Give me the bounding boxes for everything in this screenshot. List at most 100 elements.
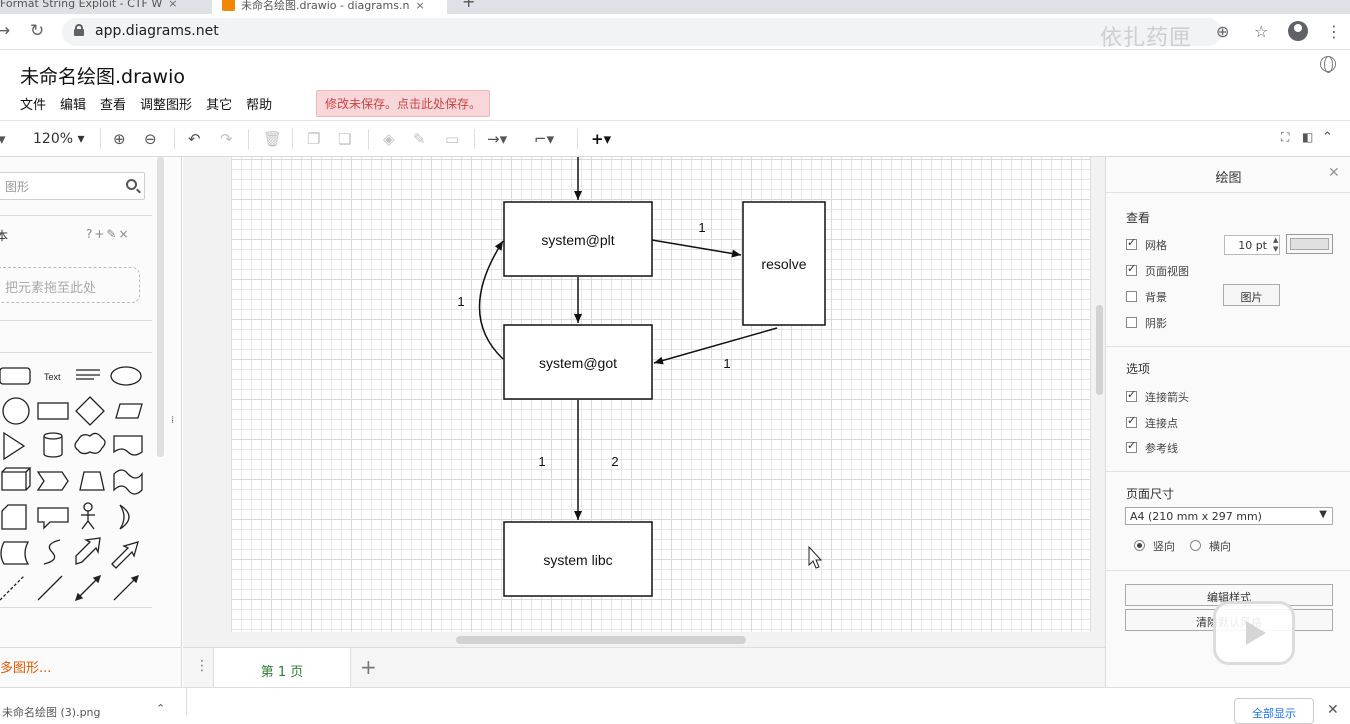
edge-label[interactable]: 1 bbox=[538, 454, 545, 469]
connection-points-option[interactable]: 连接点 bbox=[1126, 414, 1178, 431]
landscape-radio[interactable] bbox=[1190, 540, 1201, 551]
edge-plt-resolve[interactable] bbox=[651, 239, 742, 258]
node-resolve[interactable] bbox=[742, 201, 826, 326]
scratchpad-title[interactable]: 本 bbox=[0, 227, 8, 244]
zoom-out-icon[interactable]: ⊖ bbox=[144, 130, 157, 148]
node-system-plt[interactable] bbox=[503, 201, 653, 277]
ellipse-shape bbox=[110, 366, 142, 386]
canvas-horizontal-scrollbar[interactable] bbox=[456, 636, 746, 644]
landscape-option[interactable]: 横向 bbox=[1190, 538, 1231, 554]
line-color-icon[interactable]: ✎ bbox=[413, 130, 426, 148]
edge-label[interactable]: 2 bbox=[611, 454, 618, 469]
profile-avatar-icon[interactable] bbox=[1288, 21, 1308, 41]
diagram-canvas[interactable]: system@plt resolve system@got system lib… bbox=[183, 157, 1105, 647]
close-icon[interactable]: ✕ bbox=[1328, 165, 1340, 181]
menu-help[interactable]: 帮助 bbox=[246, 98, 273, 113]
connection-arrows-option[interactable]: 连接箭头 bbox=[1126, 388, 1189, 405]
connection-points-checkbox[interactable] bbox=[1126, 414, 1137, 428]
edge-label[interactable]: 1 bbox=[698, 220, 705, 235]
delete-icon[interactable]: 🗑 bbox=[263, 130, 283, 148]
edge-label[interactable]: 1 bbox=[457, 294, 464, 309]
menu-extras[interactable]: 其它 bbox=[206, 98, 233, 113]
node-system-got[interactable] bbox=[503, 324, 653, 400]
grid-option[interactable]: 网格 bbox=[1126, 236, 1167, 253]
collapse-icon[interactable]: ⌃ bbox=[1322, 130, 1333, 145]
zoom-in-icon[interactable]: ⊕ bbox=[113, 130, 126, 148]
close-icon[interactable]: ✕ bbox=[1327, 702, 1339, 718]
waypoints-icon[interactable]: ⌐▾ bbox=[534, 130, 555, 148]
close-tab-icon[interactable]: × bbox=[168, 0, 178, 10]
menu-arrange[interactable]: 调整图形 bbox=[140, 98, 193, 113]
fullscreen-icon[interactable]: ⛶ bbox=[1281, 130, 1290, 144]
diagram-page[interactable]: system@plt resolve system@got system lib… bbox=[231, 157, 1091, 632]
canvas-vertical-scrollbar[interactable] bbox=[1096, 305, 1103, 395]
connection-style-icon[interactable]: →▾ bbox=[487, 130, 508, 148]
shadow-icon[interactable]: ▭ bbox=[445, 130, 460, 148]
reload-icon[interactable]: ↻ bbox=[30, 21, 45, 41]
add-icon[interactable]: ⊕ bbox=[1216, 22, 1230, 41]
drawio-favicon-icon bbox=[222, 0, 235, 11]
grid-size-stepper[interactable]: ▲▼ bbox=[1273, 236, 1279, 253]
edge-label[interactable]: 1 bbox=[723, 356, 730, 371]
language-globe-icon[interactable] bbox=[1320, 56, 1336, 73]
download-file-name[interactable]: 未命名绘图 (3).png bbox=[2, 706, 101, 719]
guides-checkbox[interactable] bbox=[1126, 439, 1137, 453]
more-shapes-link[interactable]: 多图形... bbox=[0, 661, 52, 676]
zoom-level[interactable]: 120% ▾ bbox=[33, 131, 85, 147]
background-checkbox[interactable] bbox=[1126, 291, 1137, 302]
browser-tab[interactable]: Format String Exploit - CTF W× bbox=[0, 0, 195, 14]
menu-file[interactable]: 文件 bbox=[20, 98, 47, 113]
edge-resolve-got[interactable] bbox=[653, 327, 778, 365]
portrait-option[interactable]: 竖向 bbox=[1134, 538, 1175, 554]
connection-arrows-checkbox[interactable] bbox=[1126, 388, 1137, 402]
fill-color-icon[interactable]: ◈ bbox=[383, 130, 395, 148]
insert-icon[interactable]: +▾ bbox=[591, 130, 612, 148]
sidebar-scrollbar[interactable] bbox=[157, 157, 164, 457]
background-image-button[interactable]: 图片 bbox=[1223, 284, 1280, 306]
redo-icon[interactable]: ↷ bbox=[220, 130, 233, 148]
edge-got-plt[interactable] bbox=[478, 240, 504, 360]
shadow-checkbox[interactable] bbox=[1126, 317, 1137, 328]
to-front-icon[interactable]: ❐ bbox=[307, 130, 321, 148]
add-page-icon[interactable]: + bbox=[360, 655, 377, 679]
video-play-icon[interactable] bbox=[1213, 601, 1295, 665]
page-tab-1[interactable]: 第 1 页 bbox=[213, 648, 351, 688]
omnibox[interactable]: app.diagrams.net bbox=[62, 18, 1222, 46]
close-tab-icon[interactable]: × bbox=[415, 0, 425, 12]
forward-icon[interactable]: → bbox=[0, 21, 11, 41]
panel-toggle-icon[interactable]: ▾ bbox=[0, 130, 6, 148]
scratchpad-dropzone[interactable]: 把元素拖至此处 bbox=[0, 267, 140, 303]
lock-icon bbox=[74, 24, 84, 36]
to-back-icon[interactable]: ❏ bbox=[338, 130, 352, 148]
format-panel-toggle-icon[interactable]: ◧ bbox=[1302, 130, 1314, 144]
unsaved-changes-notice[interactable]: 修改未保存。点击此处保存。 bbox=[316, 90, 491, 117]
grid-checkbox[interactable] bbox=[1126, 236, 1137, 250]
browser-tab-active[interactable]: 未命名绘图.drawio - diagrams.n× bbox=[212, 0, 447, 14]
search-icon[interactable] bbox=[126, 179, 137, 190]
page-view-checkbox[interactable] bbox=[1126, 262, 1137, 276]
bookmark-star-icon[interactable]: ☆ bbox=[1254, 22, 1269, 41]
undo-icon[interactable]: ↶ bbox=[188, 130, 201, 148]
grid-size-input[interactable]: 10 pt bbox=[1224, 235, 1280, 255]
diamond-shape bbox=[75, 396, 105, 426]
menu-view[interactable]: 查看 bbox=[100, 98, 127, 113]
background-option[interactable]: 背景 bbox=[1126, 289, 1167, 305]
chevron-up-icon[interactable]: ⌃ bbox=[156, 702, 166, 715]
menu-edit[interactable]: 编辑 bbox=[60, 98, 87, 113]
page-size-select[interactable]: A4 (210 mm x 297 mm)▼ bbox=[1125, 507, 1333, 525]
portrait-radio[interactable] bbox=[1134, 540, 1145, 551]
document-title[interactable]: 未命名绘图.drawio bbox=[20, 66, 185, 88]
scratchpad-controls[interactable]: ?+✎× bbox=[86, 227, 131, 241]
more-menu-icon[interactable]: ⋮ bbox=[1326, 22, 1342, 41]
page-view-option[interactable]: 页面视图 bbox=[1126, 262, 1189, 279]
format-panel: 绘图 ✕ 查看 网格 10 pt ▲▼ 页面视图 背景 图片 阴影 选项 连接箭… bbox=[1105, 157, 1350, 687]
shape-search-input[interactable]: 图形 bbox=[0, 172, 145, 200]
page-menu-icon[interactable]: ⋮ bbox=[195, 658, 209, 674]
show-all-button[interactable]: 全部显示 bbox=[1234, 698, 1314, 724]
shadow-option[interactable]: 阴影 bbox=[1126, 315, 1167, 331]
guides-option[interactable]: 参考线 bbox=[1126, 439, 1178, 456]
sidebar-resize-handle[interactable]: ⁞ bbox=[171, 415, 175, 426]
new-tab-icon[interactable]: + bbox=[462, 0, 476, 11]
grid-color-swatch[interactable] bbox=[1286, 234, 1333, 254]
node-system-libc[interactable] bbox=[503, 521, 653, 597]
